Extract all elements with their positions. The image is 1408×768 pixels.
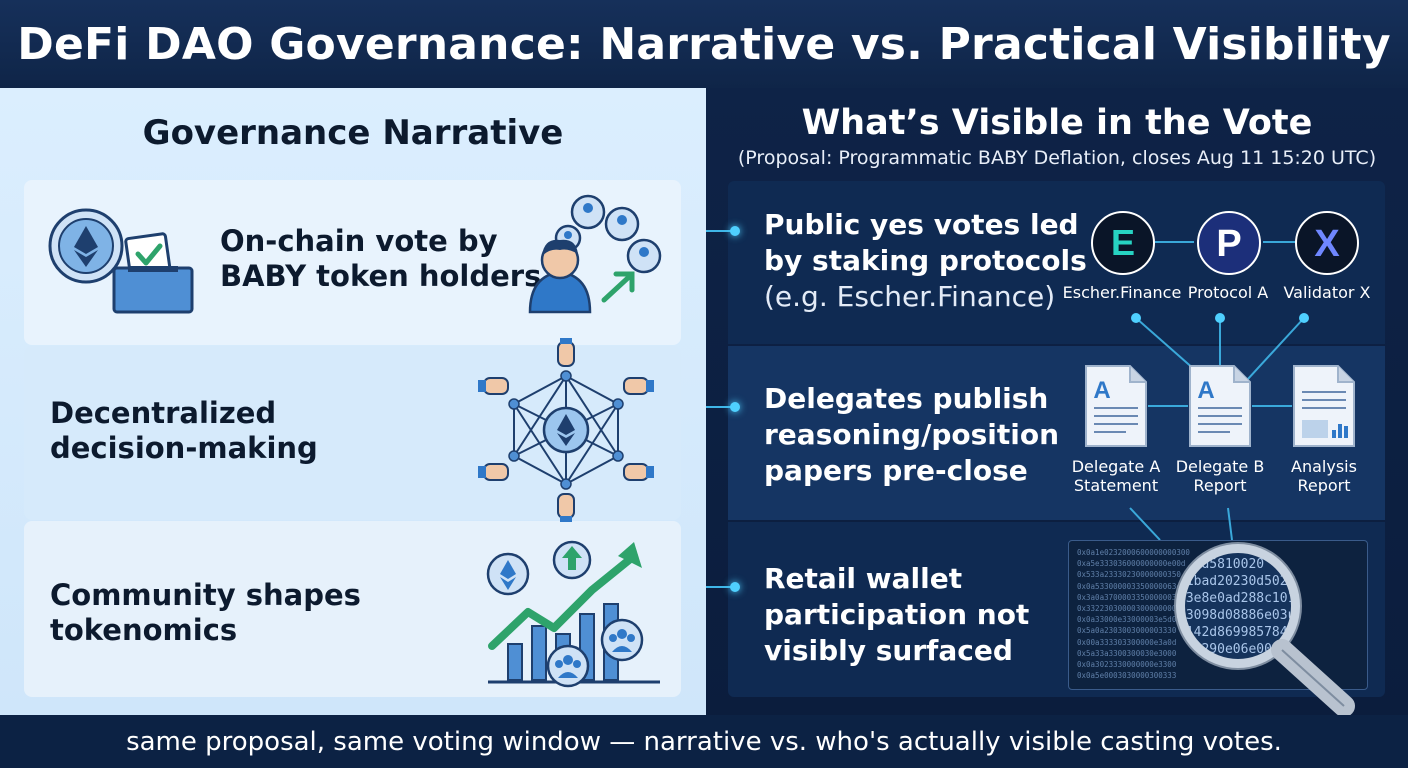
visibility-item-votes-line3: (e.g. Escher.Finance) [764,280,1056,313]
narrative-item-community-line1: Community shapes [50,578,361,612]
connector-2 [706,406,734,408]
wallet-hex-row: 0xa5e333036000000000e00d [1077,559,1186,569]
wallet-hex-rows: 0x0a1e0232000600000000300 0xa5e3330360000… [1077,547,1190,681]
narrative-item-community-line2: tokenomics [50,613,238,647]
wallet-hex-row: 0x0a3023330000000e3300 [1077,660,1177,670]
bullet-dot-2 [730,402,740,412]
protocol-a-label: Protocol A [1187,283,1269,302]
visibility-item-delegates-line2: reasoning/position [764,418,1060,451]
svg-text:P: P [1216,223,1241,265]
visibility-item-delegates-line3: papers pre-close [764,454,1028,487]
escher-finance-label: Escher.Finance [1062,283,1182,302]
magnified-hex-row: 83e8e0ad288c10123 [1178,591,1311,606]
analysis-report-doc-icon [1293,365,1355,447]
wallet-hex-row: 0x5a0a2303003000003330 [1077,626,1177,636]
svg-text:E: E [1111,222,1135,263]
bullet-dot-3 [730,582,740,592]
narrative-title: Governance Narrative [142,113,564,153]
delegate-a-statement-doc-icon: A [1085,365,1147,447]
protocol-a-logo: P [1197,211,1261,275]
delegate-b-report-label: Delegate B Report [1165,457,1275,495]
wallet-hex-row: 0x3a0a3700003350000003d [1077,592,1181,602]
visibility-item-delegates: Delegates publish reasoning/position pap… [764,381,1059,489]
decentralized-network-icon [478,338,654,522]
delegate-b-label-line2: Report [1193,476,1247,495]
visibility-item-retail-line3: visibly surfaced [764,634,1013,667]
svg-text:A: A [1197,377,1214,404]
narrative-item-vote: On-chain vote by BABY token holders [220,224,541,294]
analysis-report-label-line2: Report [1297,476,1351,495]
magnified-hex-row: 61bad20230d5020 [1178,574,1295,589]
wallet-hex-row: 0x0a5e0003030000300333 [1077,671,1177,681]
svg-text:X: X [1314,223,1340,265]
visibility-item-votes: Public yes votes led by staking protocol… [764,207,1087,315]
ballot-box-icon [48,208,194,314]
delegate-a-label-line2: Statement [1073,476,1159,495]
growth-chart-icon [486,540,660,688]
page-footer: same proposal, same voting window — narr… [0,715,1408,768]
visibility-card-delegates [728,346,1385,520]
wallet-hex-row: 0x0a33000e33000003e5d0e [1077,615,1181,625]
page-header: DeFi DAO Governance: Narrative vs. Pract… [0,0,1408,88]
visibility-title: What’s Visible in the Vote [801,103,1313,143]
narrative-item-decentralized-line1: Decentralized [50,396,277,430]
wallet-hex-row: 0x533a23330230000000350 [1077,570,1181,580]
delegate-a-label-line1: Delegate A [1071,457,1161,476]
visibility-item-retail-line2: participation not [764,598,1030,631]
connector-3 [706,586,734,588]
validator-x-label: Validator X [1283,283,1371,302]
visibility-card-votes [728,181,1385,344]
connector-1 [706,230,734,232]
wallet-hex-row: 0x33223030000300000000e [1077,604,1181,614]
narrative-item-vote-line2: BABY token holders [220,259,542,293]
voter-network-icon [528,194,662,314]
bullet-dot-1 [730,226,740,236]
magnified-hex-row: 03098d08886e03u155 [1178,608,1319,623]
narrative-item-vote-line1: On-chain vote by [220,224,498,258]
visibility-item-retail-line1: Retail wallet [764,562,963,595]
visibility-item-votes-line2: by staking protocols [764,244,1087,277]
wallet-hex-row: 0x00a333303300000e3a0d [1077,637,1177,647]
page-title: DeFi DAO Governance: Narrative vs. Pract… [17,18,1391,70]
validator-x-logo: X [1295,211,1359,275]
proposal-subtitle: (Proposal: Programmatic BABY Deflation, … [737,147,1377,169]
delegate-a-statement-label: Delegate A Statement [1061,457,1171,495]
analysis-report-label-line1: Analysis [1291,457,1357,476]
escher-finance-logo: E [1091,211,1155,275]
visibility-item-retail: Retail wallet participation not visibly … [764,561,1029,669]
wallet-hex-row: 0x0a1e0232000600000000300 [1077,548,1190,557]
visibility-item-delegates-line1: Delegates publish [764,382,1049,415]
magnified-hex-row: 8142d8699857843 [1178,625,1295,640]
narrative-item-decentralized: Decentralized decision-making [50,396,318,466]
footer-caption: same proposal, same voting window — narr… [126,726,1282,757]
narrative-item-decentralized-line2: decision-making [50,431,318,465]
analysis-report-label: Analysis Report [1269,457,1379,495]
svg-text:A: A [1093,377,1110,404]
narrative-item-community: Community shapes tokenomics [50,578,361,648]
wallet-hex-row: 0x5a33a3300300030e3000 [1077,648,1177,658]
delegate-b-label-line1: Delegate B [1175,457,1265,476]
magnifying-glass-icon: 397d581002061bad20230d502083e8e0ad288c10… [1174,542,1355,717]
wallet-hex-row: 0x0a533000003350000063e0 [1077,581,1186,591]
delegate-b-report-doc-icon: A [1189,365,1251,447]
visibility-item-votes-line1: Public yes votes led [764,208,1079,241]
